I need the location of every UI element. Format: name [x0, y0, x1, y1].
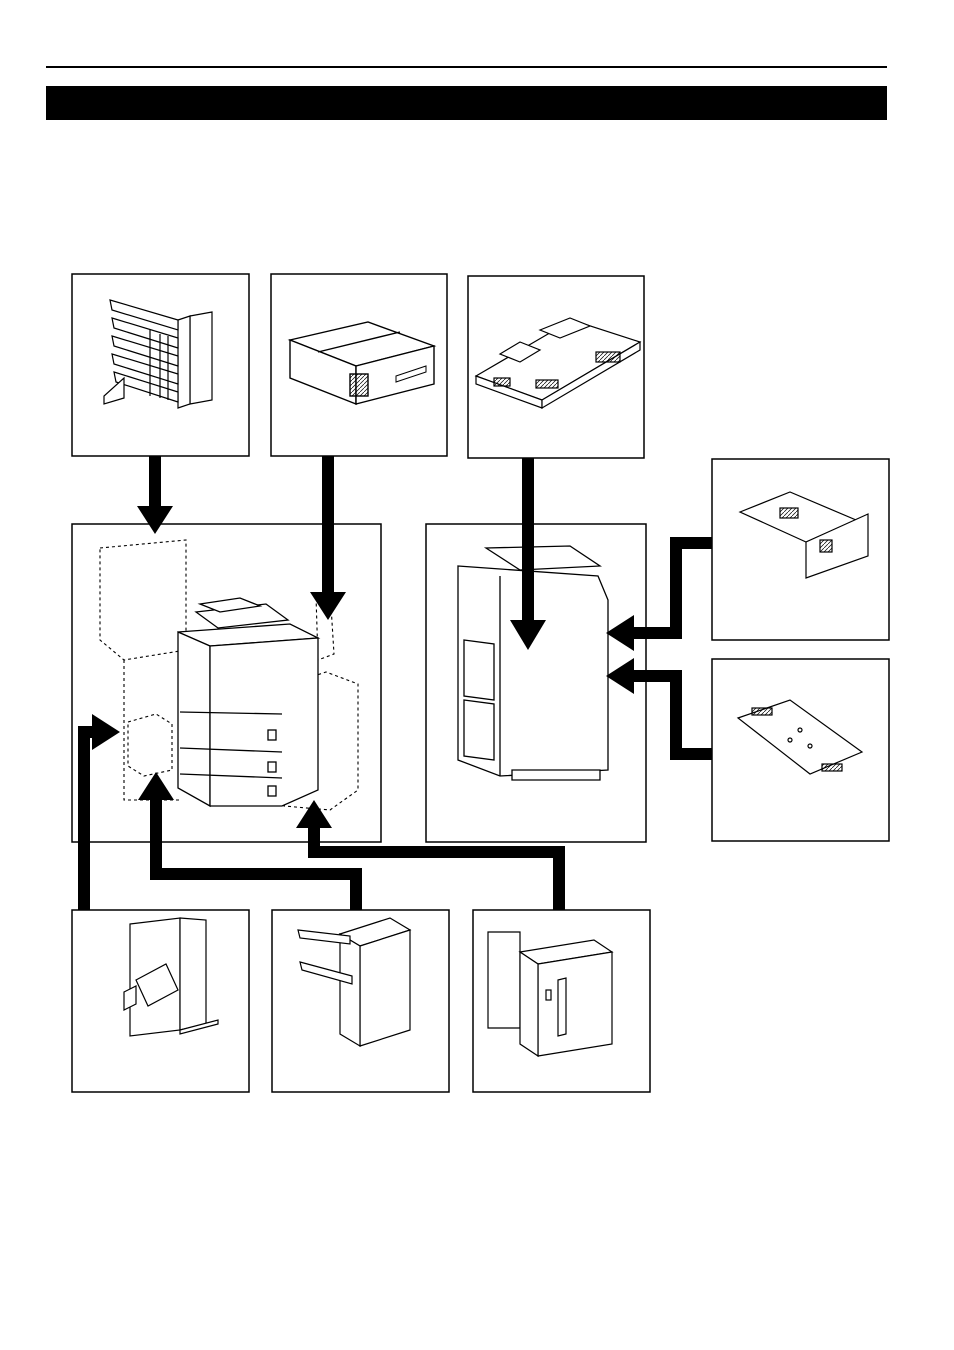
- fax-circuit-board-icon: [736, 699, 864, 775]
- large-capacity-feeder-icon: [487, 931, 614, 1058]
- arrow-booklet-finisher: [138, 772, 362, 910]
- network-interface-card-icon: [738, 491, 869, 579]
- option-box-side-feeder: [472, 909, 651, 1093]
- arrow-printer-board: [510, 458, 546, 650]
- arrow-fax-board: [606, 658, 712, 760]
- key-counter-box-icon: [287, 321, 437, 406]
- option-box-document-finisher: [71, 909, 250, 1093]
- section-title-bar: [46, 86, 887, 120]
- option-box-key-counter: [270, 273, 448, 457]
- option-box-printer-board: [467, 275, 645, 459]
- arrow-key-counter: [310, 456, 346, 620]
- multi-tray-mailbox-icon: [103, 299, 213, 409]
- option-box-fax-board: [711, 658, 890, 842]
- option-box-booklet-finisher: [271, 909, 450, 1093]
- arrow-network-card: [606, 537, 712, 651]
- connector-arrows: [78, 456, 712, 910]
- arrow-document-finisher: [78, 714, 120, 910]
- option-box-mailbox: [71, 273, 250, 457]
- option-box-network-card: [711, 458, 890, 641]
- side-finisher-icon: [123, 917, 219, 1037]
- main-unit-rear-box: [425, 523, 647, 843]
- copier-rear-view: [457, 545, 609, 781]
- stacker-finisher-icon: [297, 917, 412, 1048]
- printer-controller-board-icon: [474, 317, 642, 410]
- arrow-side-feeder: [296, 800, 565, 910]
- header-rule: [46, 66, 887, 68]
- arrow-mailbox: [137, 456, 173, 534]
